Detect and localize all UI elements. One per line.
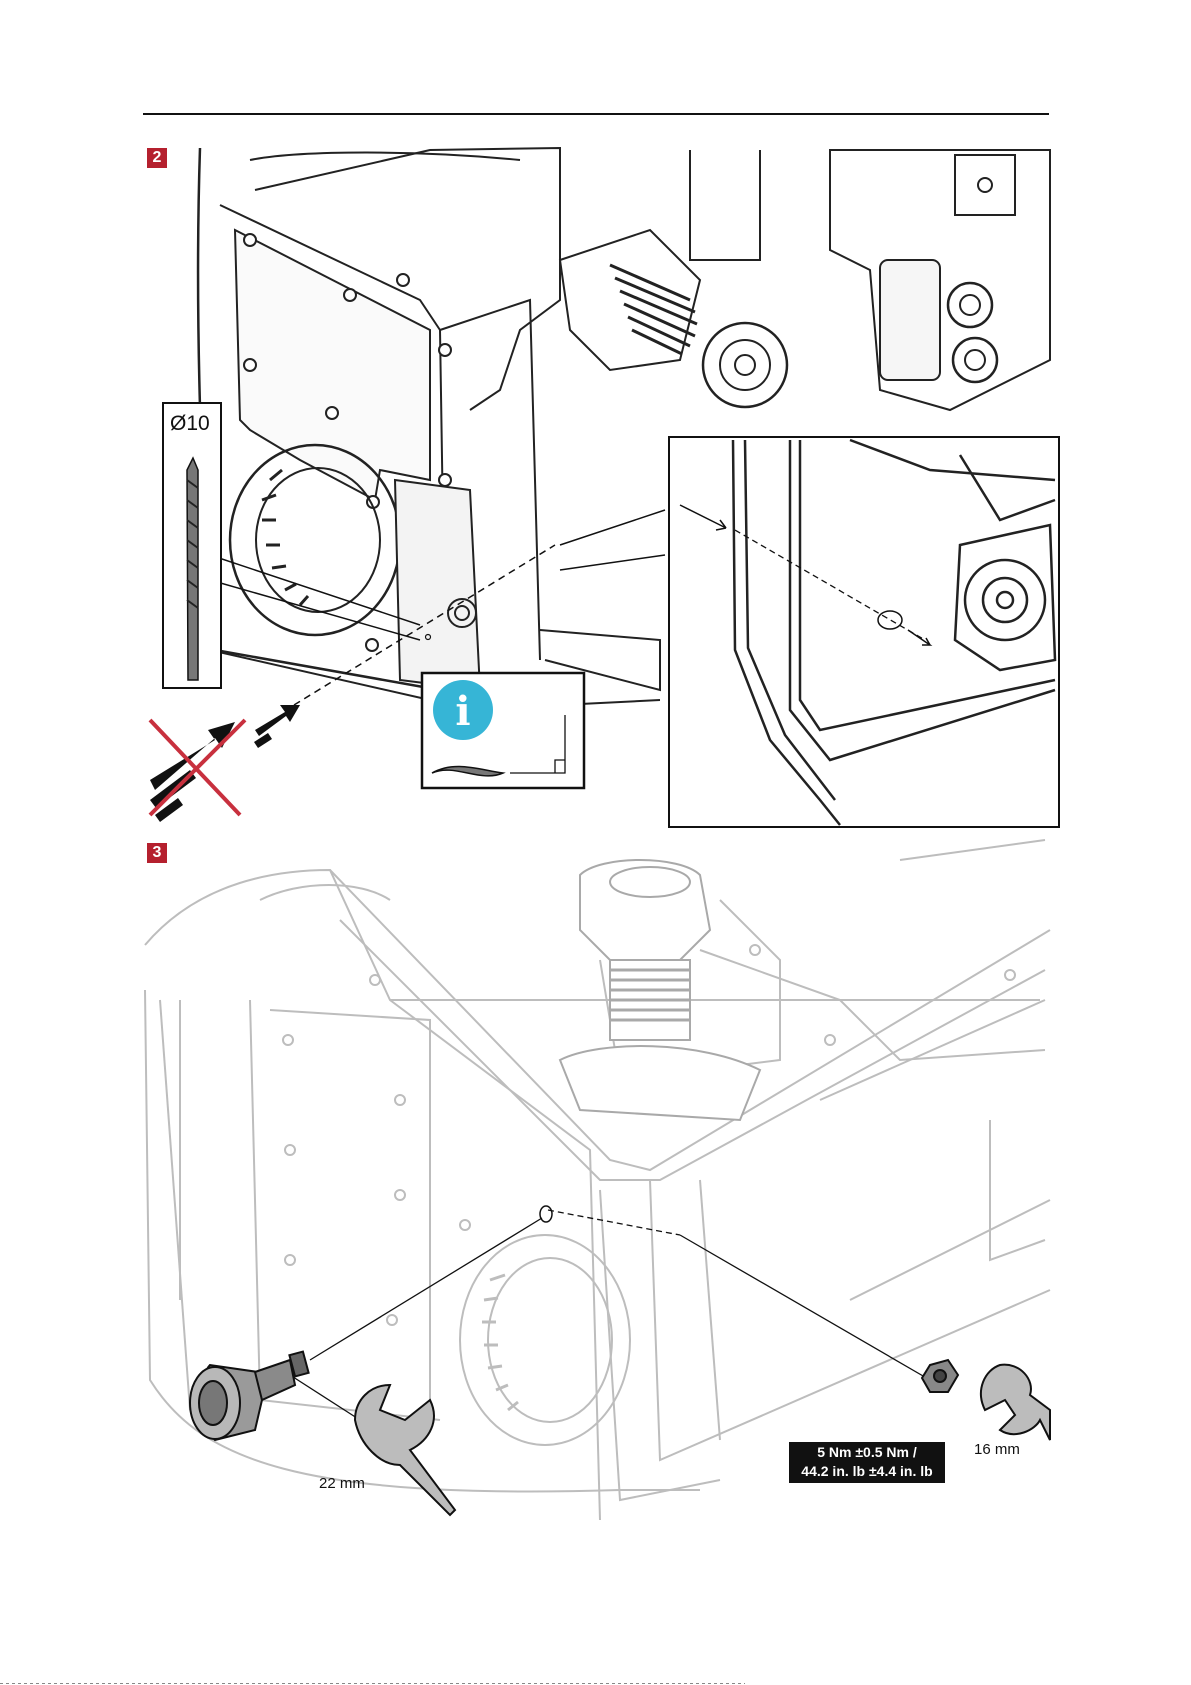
footer-rule — [0, 1683, 745, 1684]
drill-bit-box — [163, 403, 221, 688]
info-box: i — [422, 673, 584, 788]
rotary-mode-icon — [254, 705, 300, 748]
info-icon: i — [455, 688, 470, 735]
wrench-16-label: 16 mm — [974, 1441, 1020, 1458]
wrench-22-icon — [355, 1385, 455, 1515]
wrench-22-label: 22 mm — [319, 1475, 365, 1492]
detail-inset — [669, 437, 1059, 827]
drill-size-label: Ø10 — [170, 412, 210, 436]
torque-metric: 5 Nm ±0.5 Nm / — [789, 1443, 945, 1462]
wrench-16-icon — [981, 1365, 1050, 1440]
knob-shaft — [560, 860, 760, 1120]
torque-imperial: 44.2 in. lb ±4.4 in. lb — [789, 1462, 945, 1481]
threaded-adapter — [190, 1352, 309, 1440]
no-hammer-mode-icon — [150, 720, 245, 822]
nut — [922, 1360, 958, 1392]
torque-spec: 5 Nm ±0.5 Nm / 44.2 in. lb ±4.4 in. lb — [789, 1442, 945, 1483]
